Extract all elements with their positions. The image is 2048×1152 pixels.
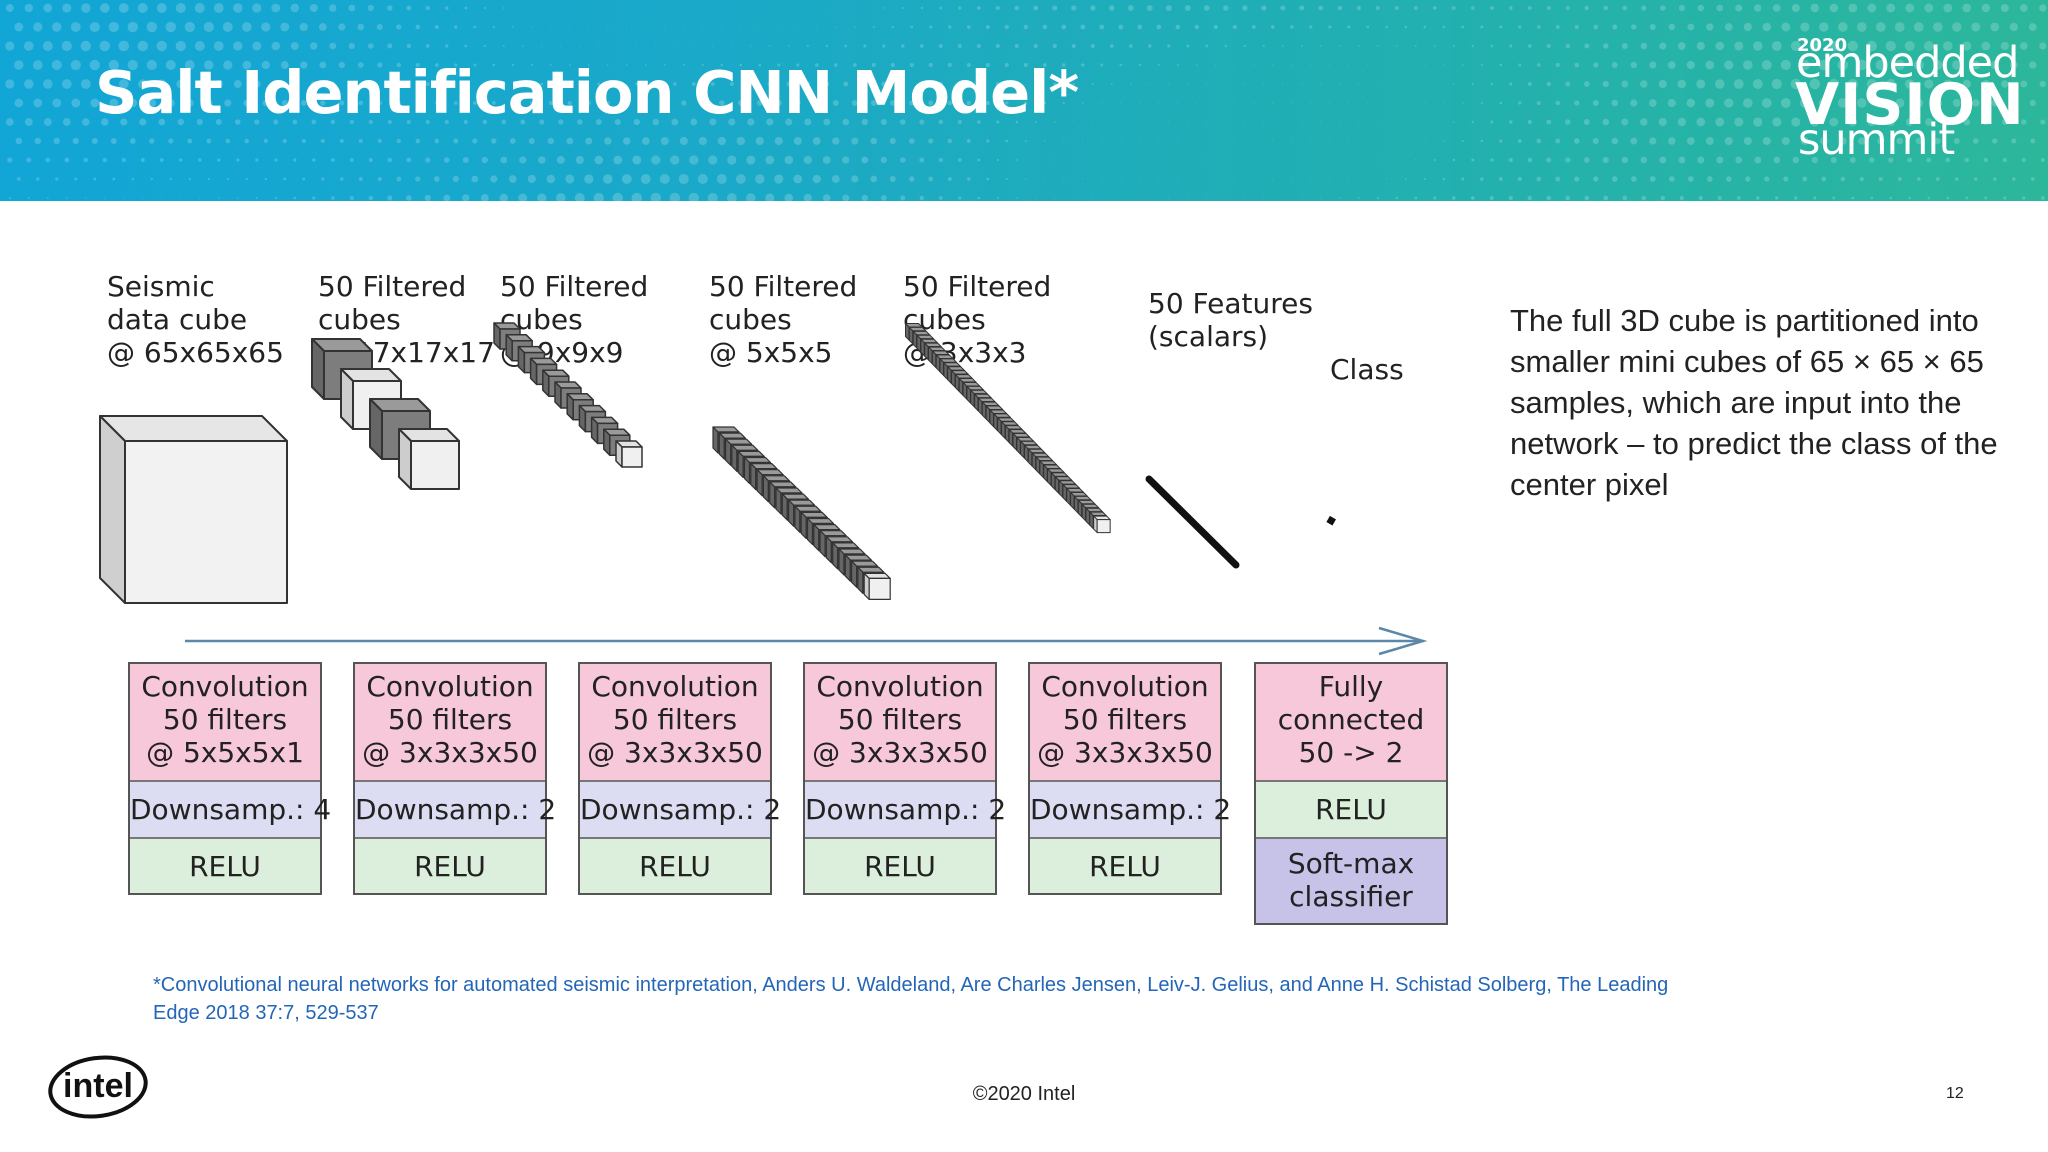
relu-cell: RELU — [805, 837, 995, 893]
relu-cell: RELU — [1256, 780, 1446, 837]
conv-cell: Convolution 50 filters @ 5x5x5x1 — [130, 664, 320, 780]
stage-label-input: Seismic data cube @ 65x65x65 — [107, 270, 284, 369]
logo-year: 2020 — [1797, 35, 1848, 56]
filtered-cubes-3 — [905, 323, 1111, 534]
relu-cell: RELU — [355, 837, 545, 893]
logo-line-summit: summit — [1798, 115, 1955, 165]
stage-label-3: 50 Filtered cubes @ 5x5x5 — [709, 270, 858, 369]
feature-cube-illustrations — [99, 322, 1428, 656]
stage-label-4: 50 Filtered cubes @ 3x3x3 — [903, 270, 1052, 369]
layer-block-5: Convolution 50 filters @ 3x3x3x50 Downsa… — [1028, 662, 1231, 895]
filtered-cubes-5 — [712, 426, 891, 600]
layer-block-1: Convolution 50 filters @ 5x5x5x1 Downsam… — [128, 662, 331, 895]
softmax-classifier-cell: Soft-max classifier — [1256, 837, 1446, 923]
model-description: The full 3D cube is partitioned into sma… — [1510, 303, 1998, 502]
layer-block-3: Convolution 50 filters @ 3x3x3x50 Downsa… — [578, 662, 781, 895]
page-number: 12 — [1946, 1085, 1964, 1102]
conv-cell: Convolution 50 filters @ 3x3x3x50 — [805, 664, 995, 780]
downsample-cell: Downsamp.: 2 — [355, 780, 556, 837]
conv-cell: Convolution 50 filters @ 3x3x3x50 — [580, 664, 770, 780]
layer-block-fc: Fully connected 50 -> 2 RELU Soft-max cl… — [1254, 662, 1448, 925]
cnn-architecture-diagram: Seismic data cube @ 65x65x65 50 Filtered… — [95, 260, 1495, 940]
logo-line-embedded: embedded — [1796, 38, 2019, 88]
relu-cell: RELU — [580, 837, 770, 893]
conv-cell: Convolution 50 filters @ 3x3x3x50 — [1030, 664, 1220, 780]
relu-cell: RELU — [130, 837, 320, 893]
logo-line-vision: VISION — [1795, 72, 2025, 138]
banner-dot-pattern — [5, 2, 2047, 201]
class-output-dot — [1326, 515, 1336, 526]
downsample-cell: Downsamp.: 2 — [1030, 780, 1231, 837]
citation-footnote: *Convolutional neural networks for autom… — [153, 974, 1669, 1024]
downsample-cell: Downsamp.: 2 — [805, 780, 1006, 837]
downsample-cell: Downsamp.: 2 — [580, 780, 781, 837]
layer-block-4: Convolution 50 filters @ 3x3x3x50 Downsa… — [803, 662, 1006, 895]
slide-title: Salt Identification CNN Model* — [95, 58, 1079, 127]
intel-logo: intel — [48, 1055, 148, 1119]
relu-cell: RELU — [1030, 837, 1220, 893]
flow-arrow-head — [1378, 626, 1428, 656]
layer-block-2: Convolution 50 filters @ 3x3x3x50 Downsa… — [353, 662, 556, 895]
intel-logo-text: intel — [63, 1067, 133, 1105]
filtered-cubes-9 — [493, 322, 643, 468]
downsample-cell: Downsamp.: 4 — [130, 780, 331, 837]
fully-connected-cell: Fully connected 50 -> 2 — [1256, 664, 1446, 780]
input-cube — [99, 415, 288, 604]
conv-cell: Convolution 50 filters @ 3x3x3x50 — [355, 664, 545, 780]
feature-scalars-bar — [1145, 475, 1240, 569]
copyright: ©2020 Intel — [972, 1083, 1076, 1105]
stage-label-class: Class — [1330, 353, 1404, 386]
stage-label-features: 50 Features (scalars) — [1148, 287, 1313, 353]
filtered-cubes-17 — [311, 338, 460, 490]
title-banner: Salt Identification CNN Model* 2020 embe… — [0, 0, 2048, 201]
